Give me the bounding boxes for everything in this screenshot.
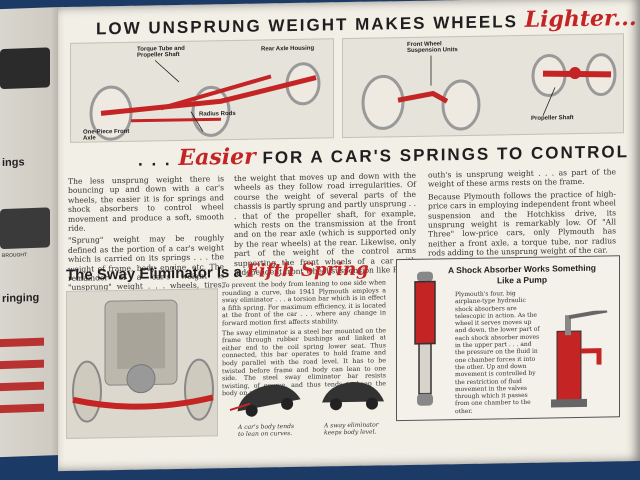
red-band bbox=[0, 381, 44, 392]
shock-box-title: A Shock Absorber Works Something Like a … bbox=[448, 262, 596, 286]
shock-absorber-icon bbox=[414, 271, 436, 406]
independent-suspension-illustration bbox=[361, 53, 617, 131]
headline-text: LOW UNSPRUNG WEIGHT MAKES WHEELS bbox=[96, 12, 518, 39]
radius-rods-label: Radius Rods bbox=[199, 110, 236, 118]
sway-title-script: Fifth Spring bbox=[246, 258, 369, 282]
subhead-text: FOR A CAR'S SPRINGS TO CONTROL bbox=[262, 142, 630, 168]
shock-box-text: Plymouth's four, big airplane-type hydra… bbox=[455, 290, 540, 415]
red-band bbox=[0, 359, 44, 370]
paragraph: To prevent the body from leaning to one … bbox=[222, 279, 386, 328]
shock-absorber-box: A Shock Absorber Works Something Like a … bbox=[396, 255, 620, 422]
sway-title-text: The Sway Eliminator Is a bbox=[66, 263, 242, 284]
left-facing-page: ings BROUGHT ringing bbox=[0, 6, 64, 458]
left-page-fragment: ings bbox=[2, 156, 25, 170]
propeller-shaft-label: Propeller Shaft bbox=[531, 115, 574, 122]
rigid-axle-diagram: Torque Tube and Propeller Shaft Rear Axl… bbox=[70, 38, 334, 143]
paragraph: The less unsprung weight there is bounci… bbox=[68, 174, 224, 233]
left-page-fragment: ringing bbox=[2, 291, 40, 306]
independent-suspension-diagram: Front Wheel Suspension Units Propeller S… bbox=[342, 33, 624, 139]
paragraph: outh's is unsprung weight . . . as part … bbox=[428, 167, 616, 190]
caption-lean: A car's body tends to lean on curves. bbox=[238, 422, 295, 438]
torque-tube-label: Torque Tube and Propeller Shaft bbox=[137, 45, 185, 59]
subheadline: . . . Easier FOR A CAR'S SPRINGS TO CONT… bbox=[138, 137, 629, 172]
chassis-diagram bbox=[66, 288, 218, 439]
rear-axle-label: Rear Axle Housing bbox=[261, 45, 315, 53]
headline-script: Lighter... bbox=[524, 4, 637, 33]
brochure-page: LOW UNSPRUNG WEIGHT MAKES WHEELS Lighter… bbox=[58, 0, 640, 472]
subhead-script: Easier bbox=[178, 143, 256, 171]
rigid-axle-illustration bbox=[89, 60, 321, 141]
car-thumbnail bbox=[0, 47, 50, 90]
car-tilt-illustrations bbox=[229, 381, 384, 417]
text-column-3: outh's is unsprung weight . . . as part … bbox=[428, 167, 616, 258]
left-page-badge: BROUGHT bbox=[2, 252, 27, 260]
front-axle-label: One-Piece Front Axle bbox=[83, 128, 130, 142]
engine-chassis-illustration bbox=[72, 299, 214, 423]
front-suspension-label: Front Wheel Suspension Units bbox=[407, 41, 458, 54]
red-band bbox=[0, 337, 44, 348]
red-band bbox=[0, 403, 44, 414]
paragraph: Because Plymouth follows the practice of… bbox=[428, 189, 616, 258]
caption-level: A sway eliminator keeps body level. bbox=[324, 421, 379, 437]
subhead-dots: . . . bbox=[138, 150, 172, 170]
car-thumbnail bbox=[0, 207, 50, 250]
hand-pump-icon bbox=[551, 310, 608, 408]
